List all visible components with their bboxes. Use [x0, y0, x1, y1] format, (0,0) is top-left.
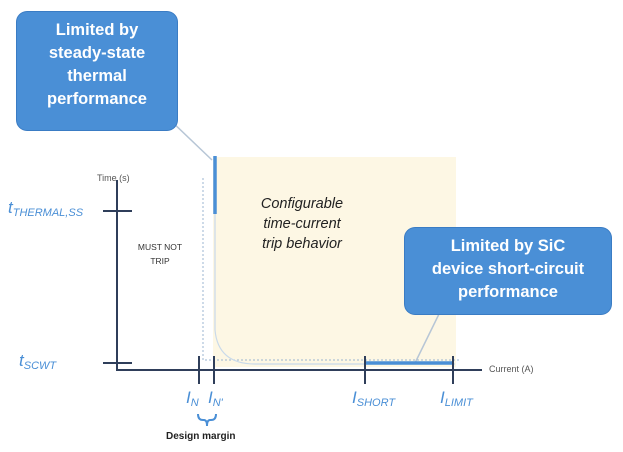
y-label-thermal-main: t: [8, 198, 13, 217]
design-margin-brace: [197, 413, 217, 427]
sic-pointer: [414, 311, 441, 364]
x-label-n: IN: [186, 388, 199, 409]
y-label-scwt: tSCWT: [19, 351, 56, 372]
x-label-short-main: I: [352, 388, 357, 407]
configurable-line-3: trip behavior: [262, 236, 342, 252]
sic-limit-callout: Limited by SiC device short-circuit perf…: [405, 228, 611, 314]
design-margin-label: Design margin: [166, 431, 236, 442]
x-label-short-sub: SHORT: [356, 397, 396, 409]
x-label-n-prime-sub: N': [212, 397, 223, 409]
y-label-scwt-sub: SCWT: [23, 360, 57, 372]
configurable-line-1: Configurable: [260, 196, 344, 212]
must-not-trip-line-1: MUST NOT: [137, 242, 183, 252]
x-label-n-prime: IN': [208, 388, 223, 409]
y-label-thermal: tTHERMAL,SS: [8, 198, 83, 219]
must-not-trip-boundary: [202, 178, 460, 361]
sic-callout-line-3: performance: [458, 283, 558, 301]
x-axis-title: Current (A): [489, 364, 534, 374]
sic-callout-line-1: Limited by SiC: [450, 237, 566, 255]
y-axis-title: Time (s): [97, 173, 130, 183]
thermal-limit-callout: Limited by steady-state thermal performa…: [17, 12, 177, 130]
y-label-thermal-sub: THERMAL,SS: [12, 207, 84, 219]
x-label-n-main: I: [186, 388, 191, 407]
x-label-limit-sub: LIMIT: [444, 397, 473, 409]
x-label-limit: ILIMIT: [440, 388, 473, 409]
y-label-scwt-main: t: [19, 351, 24, 370]
sic-callout-line-2: device short-circuit: [431, 260, 585, 278]
must-not-trip-label: MUST NOT TRIP: [130, 240, 190, 268]
thermal-callout-line-4: performance: [47, 90, 147, 108]
configurable-line-2: time-current: [263, 216, 341, 232]
thermal-callout-line-2: steady-state: [48, 44, 146, 62]
must-not-trip-line-2: TRIP: [150, 256, 170, 266]
x-label-limit-main: I: [440, 388, 445, 407]
thermal-callout-line-1: Limited by: [55, 21, 139, 39]
x-label-short: ISHORT: [352, 388, 395, 409]
trip-curve: [214, 162, 455, 365]
x-label-n-prime-main: I: [208, 388, 213, 407]
thermal-callout-line-3: thermal: [67, 67, 127, 85]
configurable-label: Configurable time-current trip behavior: [232, 194, 372, 254]
x-label-n-sub: N: [190, 397, 199, 409]
